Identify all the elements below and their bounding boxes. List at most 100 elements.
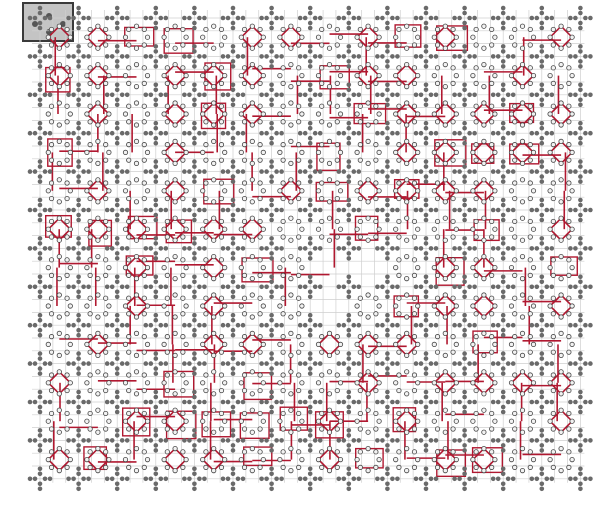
ring-node [181, 312, 185, 316]
junction-node [192, 159, 197, 164]
ring-node [513, 196, 517, 200]
junction-node [38, 333, 43, 338]
junction-node [385, 159, 390, 164]
junction-node [226, 93, 231, 98]
junction-node [269, 482, 274, 487]
junction-node [76, 218, 81, 223]
ring-node [173, 353, 177, 357]
ring-node [548, 304, 552, 308]
junction-node [241, 400, 246, 405]
junction-node [28, 208, 33, 213]
junction-node [347, 467, 352, 472]
junction-node [231, 179, 236, 184]
junction-node [375, 400, 380, 405]
junction-node [66, 477, 71, 482]
ring-node [366, 408, 370, 412]
ring-node [57, 238, 61, 242]
ring-node [358, 388, 362, 392]
ring-node [416, 227, 420, 231]
ring-node [173, 24, 177, 28]
junction-node [144, 93, 149, 98]
junction-node [434, 438, 439, 443]
junction-node [274, 169, 279, 174]
junction-node [279, 131, 284, 136]
ring-node [165, 273, 169, 277]
junction-node [578, 410, 583, 415]
ring-node [528, 334, 532, 338]
junction-node [76, 410, 81, 415]
ring-node [394, 73, 398, 77]
ring-node [405, 24, 409, 28]
ring-node [528, 427, 532, 431]
ring-node [134, 293, 138, 297]
ring-node [374, 66, 378, 70]
ring-node [239, 381, 243, 385]
junction-node [269, 103, 274, 108]
ring-node [300, 227, 304, 231]
junction-node [352, 54, 357, 59]
ring-node [374, 81, 378, 85]
route-loop [242, 258, 273, 282]
junction-node [48, 246, 53, 251]
ring-node [443, 178, 447, 182]
ring-node [559, 392, 563, 396]
junction-node [202, 131, 207, 136]
junction-node [424, 395, 429, 400]
ring-node [520, 178, 524, 182]
junction-node [583, 400, 588, 405]
ring-node [88, 235, 92, 239]
junction-node [337, 361, 342, 366]
junction-node [540, 295, 545, 300]
ring-node [123, 112, 127, 116]
junction-node [187, 285, 192, 290]
junction-node [226, 361, 231, 366]
junction-node [385, 256, 390, 261]
ring-node [412, 104, 416, 108]
junction-node [236, 16, 241, 21]
junction-node [380, 477, 385, 482]
junction-node [221, 285, 226, 290]
junction-node [583, 16, 588, 21]
junction-node [197, 131, 202, 136]
junction-node [506, 246, 511, 251]
ring-node [181, 427, 185, 431]
junction-node [424, 103, 429, 108]
junction-node [467, 93, 472, 98]
junction-node [501, 433, 506, 438]
ring-node [358, 196, 362, 200]
ring-node [327, 178, 331, 182]
ring-node [443, 123, 447, 127]
junction-node [501, 356, 506, 361]
ring-node [134, 216, 138, 220]
junction-node [76, 333, 81, 338]
junction-node [76, 318, 81, 323]
junction-node [467, 323, 472, 328]
junction-node [38, 443, 43, 448]
junction-node [197, 93, 202, 98]
junction-node [578, 318, 583, 323]
junction-node [390, 400, 395, 405]
junction-node [298, 438, 303, 443]
junction-node [491, 285, 496, 290]
ring-node [145, 342, 149, 346]
ring-node [165, 258, 169, 262]
junction-node [308, 136, 313, 141]
ring-node [327, 353, 331, 357]
ring-node [489, 388, 493, 392]
ring-node [103, 196, 107, 200]
ring-node [366, 24, 370, 28]
junction-node [347, 121, 352, 126]
junction-node [578, 126, 583, 131]
junction-node [231, 164, 236, 169]
ring-node [142, 450, 146, 454]
ring-node [482, 353, 486, 357]
ring-node [509, 150, 513, 154]
junction-node [269, 236, 274, 241]
ring-node [528, 27, 532, 31]
ring-node [219, 334, 223, 338]
junction-node [578, 203, 583, 208]
ring-node [412, 81, 416, 85]
ring-node [165, 235, 169, 239]
ring-node [451, 196, 455, 200]
junction-node [221, 361, 226, 366]
